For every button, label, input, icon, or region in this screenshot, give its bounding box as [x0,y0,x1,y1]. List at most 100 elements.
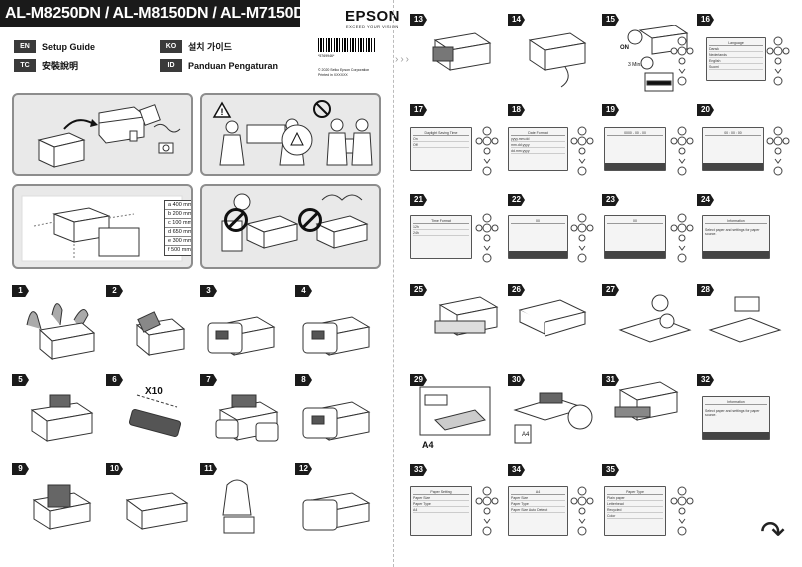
step-number: 18 [508,104,525,116]
control-pad-icon [475,486,499,536]
screen-row: mm.dd.yyyy [511,142,565,148]
lang-tc: TC 安裝說明 [14,59,78,72]
caution-box: ! [200,93,381,176]
epson-logo: EPSON [345,8,401,25]
dimension-c: c 100 mm [165,219,191,228]
step-number: 26 [508,284,525,296]
step-number: 28 [697,284,714,296]
screen-row: A4 [413,507,469,513]
lang-id: ID Panduan Pengaturan [160,59,278,72]
screen-row: Nederlands [709,52,763,58]
control-pad-icon [670,126,694,176]
control-pad-icon [670,213,694,263]
screen-row: 24h [413,230,469,236]
paper-size-label: A4 [422,440,434,450]
screen-row: yyyy.mm.dd [511,136,565,142]
lcd-screen: A4 Paper Size Paper Type Paper Size Auto… [508,486,568,536]
lcd-screen: Information Select paper and settings fo… [702,396,770,440]
lcd-screen: 00 [508,215,568,259]
step-number: 23 [602,194,619,206]
screen-header: Information [705,218,767,224]
step-number: 8 [295,374,312,386]
no-humidity-icon [298,208,322,232]
screen-row: Paper Size [413,495,469,501]
screen-header: 00 [511,218,565,224]
screen-header: 00 : 00 : 00 [705,130,761,136]
screen-row: Off [413,142,469,148]
screen-header: Language [709,40,763,46]
lang-code: TC [14,59,36,72]
lang-en: EN Setup Guide [14,40,95,53]
step-number: 3 [200,285,217,297]
step-number: 29 [410,374,427,386]
screen-row: Letterhead [607,501,663,507]
screen-header: 0000 - 00 - 00 [607,130,663,136]
control-pad-icon [570,486,594,536]
screen-header: Date Format [511,130,565,136]
screen-row: Paper Type [511,501,565,507]
step-number: 9 [12,463,29,475]
control-pad-icon [570,126,594,176]
column-divider [393,0,394,567]
step-number: 24 [697,194,714,206]
environment-illustration [221,193,369,252]
step-number: 6 [106,374,123,386]
barcode [318,38,376,52]
dimension-a: a 400 mm [165,201,191,210]
screen-message: Select paper and settings for paper sour… [705,409,760,417]
screen-header: Paper Type [607,489,663,495]
screen-row: Color [607,513,663,519]
screen-row: Plain paper [607,495,663,501]
screen-row: Paper Size [511,495,565,501]
step-number: 20 [697,104,714,116]
space-illustration [21,195,183,262]
step-number: 34 [508,464,525,476]
step-number: 2 [106,285,123,297]
screen-header: A4 [511,489,565,495]
lcd-screen: 0000 - 00 - 00 [604,127,666,171]
screen-header: Paper Setting [413,489,469,495]
control-pad-icon [475,126,499,176]
lcd-screen: Daylight Saving Time On Off [410,127,472,171]
power-on-label: ON [620,45,629,51]
clearance-dimensions: a 400 mm b 200 mm c 100 mm d 650 mm e 30… [164,200,191,256]
screen-header: Time Format [413,218,469,224]
wait-time-label: 3 Min. [628,62,642,68]
screen-message: Select paper and settings for paper sour… [705,228,760,236]
lcd-screen: Time Format 12h 24h [410,215,472,259]
lcd-screen: Language Dansk Nederlands English Suomi [706,37,766,81]
environment-box [200,184,381,269]
dimension-b: b 200 mm [165,210,191,219]
lang-label: 安裝說明 [42,61,79,71]
step-number: 13 [410,14,427,26]
repeat-count-label: X10 [145,386,163,397]
keypad-bar [605,251,665,258]
lang-label: Panduan Pengaturan [188,60,279,71]
left-steps-illustrations [26,303,371,534]
step-number: 22 [508,194,525,206]
screen-header: Information [705,399,767,405]
step-number: 12 [295,463,312,475]
keypad-bar [509,251,567,258]
svg-text:!: ! [221,107,224,117]
copyright-text: © 2020 Seiko Epson Corporation [318,68,370,72]
lcd-screen: 00 [604,215,666,259]
step-number: 32 [697,374,714,386]
step-number: 14 [508,14,525,26]
close-bar [703,432,769,439]
screen-row: Dansk [709,46,763,52]
lcd-screen: 00 : 00 : 00 [702,127,764,171]
lang-label: Setup Guide [42,41,96,52]
dimension-e: e 300 mm [165,237,191,246]
control-pad-icon [670,36,694,86]
screen-header: 00 [607,218,663,224]
screen-row: Suomi [709,64,763,70]
screen-row: Paper Type [413,501,469,507]
step-number: 30 [508,374,525,386]
step-number: 19 [602,104,619,116]
step-number: 1 [12,285,29,297]
step-number: 10 [106,463,123,475]
space-requirements-box: a 400 mm b 200 mm c 100 mm d 650 mm e 30… [12,184,193,269]
step-number: 27 [602,284,619,296]
